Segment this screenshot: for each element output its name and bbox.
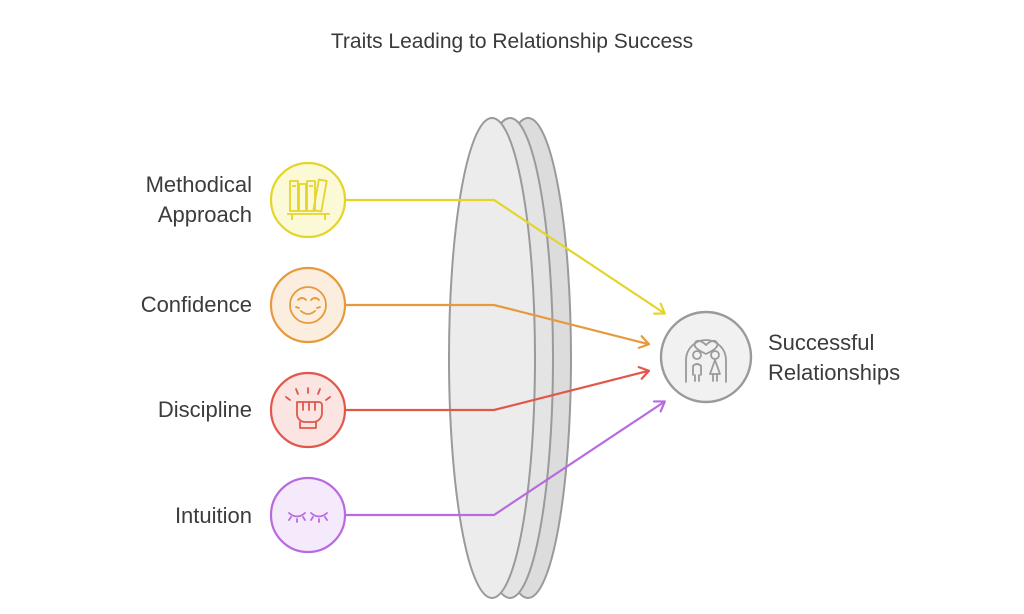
smiling-face-icon <box>289 286 327 324</box>
lens-shape <box>448 117 572 599</box>
trait-node-discipline <box>269 371 347 449</box>
trait-label-line: Confidence <box>140 292 252 317</box>
outcome-label-line: Successful <box>768 330 875 355</box>
connector-intuition <box>346 402 664 517</box>
trait-node-intuition <box>269 476 347 554</box>
trait-label-methodical: Methodical Approach <box>146 170 252 230</box>
trait-label-line: Approach <box>157 202 252 227</box>
trait-node-methodical <box>269 161 347 239</box>
couple-with-heart-icon <box>685 339 727 383</box>
outcome-label: Successful Relationships <box>768 328 900 388</box>
closed-eyes-icon <box>288 512 328 523</box>
trait-label-line: Intuition <box>174 503 252 528</box>
connector-confidence <box>346 303 648 344</box>
connector-discipline <box>346 371 648 412</box>
trait-label-line: Methodical <box>145 172 252 197</box>
outcome-node <box>659 310 753 404</box>
trait-label-intuition: Intuition <box>175 501 252 531</box>
trait-node-confidence <box>269 266 347 344</box>
trait-label-line: Discipline <box>157 397 252 422</box>
raised-fist-icon <box>285 387 331 429</box>
outcome-label-line: Relationships <box>768 360 901 385</box>
diagram-title: Traits Leading to Relationship Success <box>330 30 694 53</box>
trait-label-confidence: Confidence <box>141 290 252 320</box>
connector-methodical <box>346 198 664 313</box>
bookshelf-icon <box>287 178 330 220</box>
trait-label-discipline: Discipline <box>158 395 252 425</box>
